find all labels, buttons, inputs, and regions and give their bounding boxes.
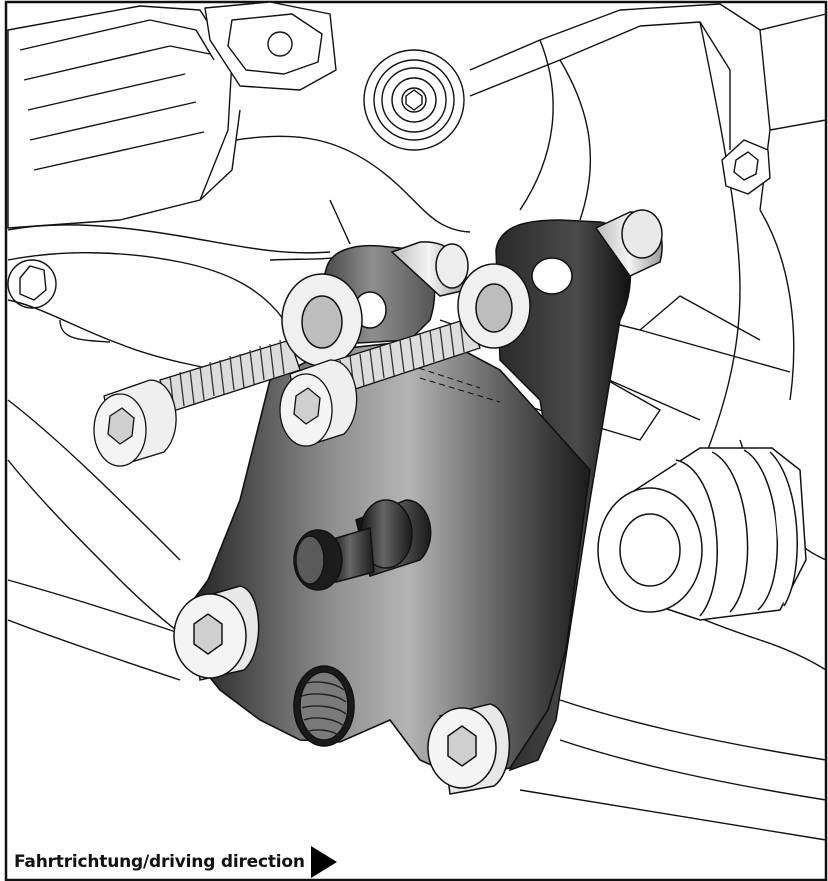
shift-peg: [597, 447, 807, 621]
driving-direction-caption: Fahrtrichtung/driving direction: [14, 846, 337, 878]
screw-left: [93, 339, 301, 467]
plate-pin: [293, 499, 432, 591]
background-frame-lineart: [7, 1, 827, 841]
bolt-lower-right: [427, 703, 511, 795]
right-triangle-arrow-icon: [310, 846, 337, 878]
figure-frame: [4, 0, 828, 881]
screw-middle: [279, 317, 481, 447]
bolt-lower-left: [173, 585, 260, 681]
washer-right: [457, 263, 531, 349]
caption-text: Fahrtrichtung/driving direction: [14, 852, 305, 872]
washer-left: [281, 273, 363, 367]
